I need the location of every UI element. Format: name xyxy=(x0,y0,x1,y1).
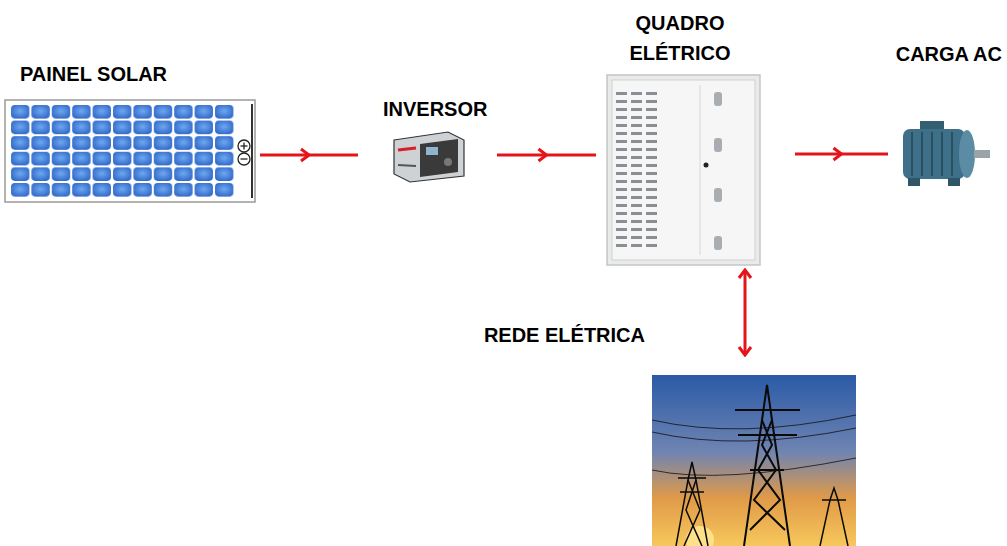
component-label: REDE ELÉTRICA xyxy=(484,323,645,347)
flow-arrow xyxy=(497,154,596,157)
electrical-board xyxy=(607,75,760,265)
component-label: QUADRO ELÉTRICO xyxy=(620,8,740,68)
flow-arrow xyxy=(260,154,358,157)
inverter-node: INVERSOR xyxy=(390,128,466,182)
solar-panel-node: PAINEL SOLAR xyxy=(5,100,255,202)
solar-panel xyxy=(5,100,255,202)
ac-motor xyxy=(903,121,990,186)
flow-arrow xyxy=(744,270,747,355)
board-node: QUADRO ELÉTRICO xyxy=(607,75,760,265)
flow-arrow xyxy=(795,153,888,156)
component-label: INVERSOR xyxy=(383,97,487,121)
inverter-device xyxy=(394,132,464,182)
component-label: PAINEL SOLAR xyxy=(20,62,167,86)
power-grid-photo xyxy=(652,375,856,546)
load-node: CARGA AC xyxy=(893,120,992,188)
grid-node: REDE ELÉTRICA xyxy=(652,375,856,546)
component-label: CARGA AC xyxy=(896,42,1002,66)
